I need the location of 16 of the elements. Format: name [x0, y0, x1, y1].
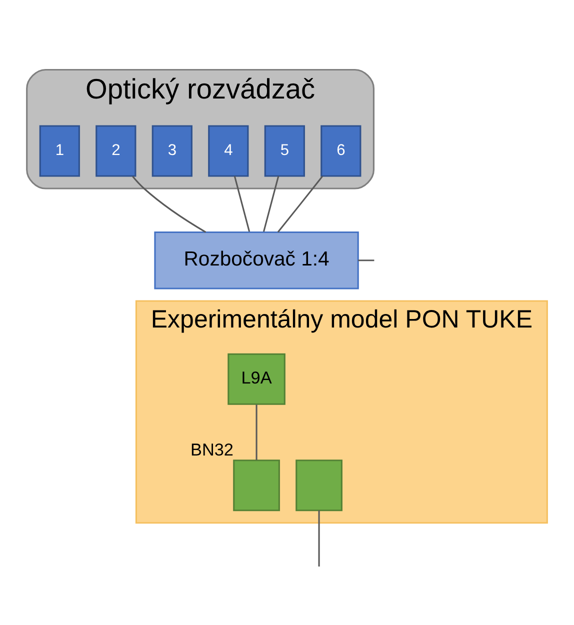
node-box: 3 [152, 125, 192, 177]
connector [277, 176, 324, 233]
node-box [233, 460, 280, 512]
node-box: L9A [228, 353, 286, 405]
node-label: BN32 [190, 439, 234, 460]
node-box: 6 [320, 125, 362, 177]
node-box: Rozbočovač 1:4 [154, 231, 359, 290]
connector [318, 510, 320, 567]
connector [256, 404, 258, 460]
node-box: 5 [264, 125, 305, 177]
node-box: 2 [96, 125, 136, 177]
connector [132, 176, 206, 233]
connector [358, 260, 374, 262]
node-box [296, 460, 342, 512]
node-box: 1 [39, 125, 80, 177]
node-box: 4 [208, 125, 249, 177]
